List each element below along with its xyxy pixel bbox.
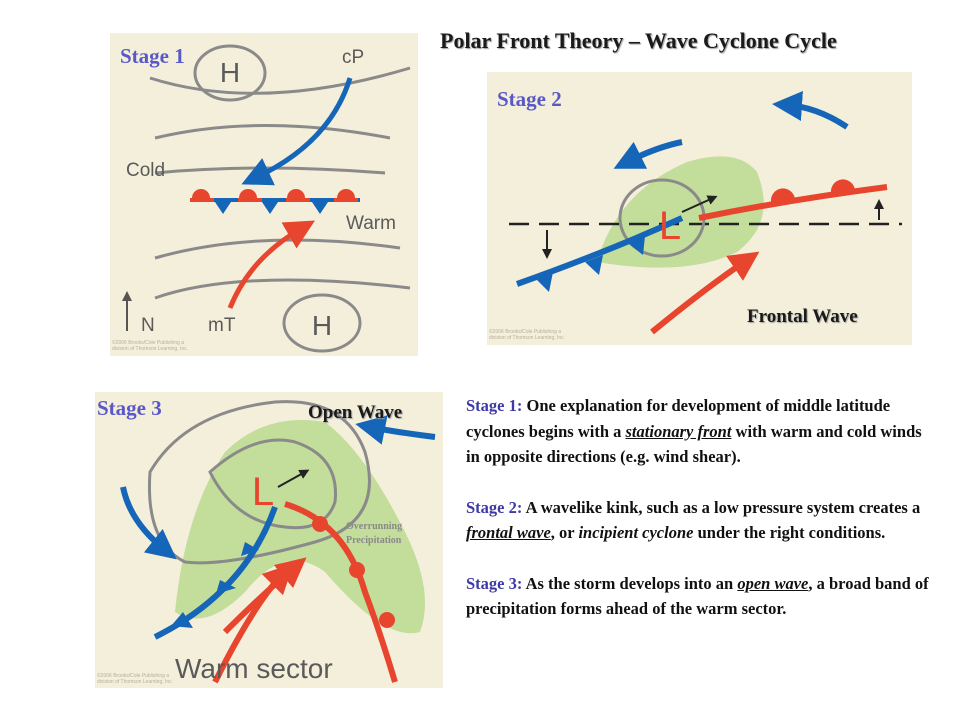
warm-label: Warm [346,213,396,234]
low-pressure-label: L [659,204,681,248]
stage3-label: Stage 3 [97,396,162,420]
low-motion-arrow [277,469,310,488]
stage1-description: Stage 1: One explanation for development… [466,396,922,466]
copyright-note: ©2006 Brooks/Cole Publishing a division … [97,673,174,685]
frontal-wave-caption: Frontal Wave [747,306,858,327]
cP-label: cP [342,47,364,68]
cold-airflow-arrow [120,486,177,560]
stage1-label: Stage 1 [120,44,185,68]
low-motion-arrow [681,195,718,213]
north-label: N [141,315,155,336]
warm-airflow-arrow [650,251,760,335]
isobar [149,66,411,95]
high-pressure-label: H [312,310,332,341]
stage2-label: Stage 2 [497,87,562,111]
overrunning-precipitation-label: Overrunning Precipitation [346,521,403,546]
stage3-map: L Warm sector [120,400,436,684]
cold-airflow-arrow [355,415,436,445]
open-wave-caption: Open Wave [308,402,403,423]
stage2-description: Stage 2: A wavelike kink, such as a low … [466,497,921,543]
copyright-note: ©2006 Brooks/Cole Publishing a division … [112,340,189,352]
warm-front-semicircles [192,189,355,198]
stage1-map: H H cP Cold Warm N mT [122,44,411,353]
warm-front [698,184,888,221]
north-arrow-head [122,291,132,301]
cold-front-triangles [535,236,645,292]
page-title: Polar Front Theory – Wave Cyclone Cycle [440,28,837,53]
cold-airflow-arrow [772,91,849,130]
low-pressure-label: L [252,470,274,514]
cold-airflow-arrow [613,139,683,169]
warm-front-semicircles [312,516,395,628]
high-pressure-isobar [282,293,362,353]
warm-sector-label: Warm sector [175,653,333,684]
cold-front-triangles [171,542,259,628]
high-pressure-label: H [220,57,240,88]
copyright-note: ©2006 Brooks/Cole Publishing a division … [489,329,566,341]
isobar [154,278,411,300]
warm-airflow-arrow [222,557,307,635]
mT-label: mT [208,315,236,336]
cP-airflow-arrow [241,77,353,186]
isobar [154,238,401,260]
stage-descriptions: Stage 1: One explanation for development… [466,393,936,647]
stage2-map: L [509,91,902,335]
cold-label: Cold [126,160,165,181]
inner-isobar [208,438,337,530]
isobar [154,124,391,140]
mT-airflow-arrow [227,220,315,309]
outer-isobar [147,400,371,565]
stage3-panel: L Warm sector ©2006 Brooks/Cole Publishi… [95,392,443,688]
warm-front-semicircles [770,179,855,202]
cold-front [515,215,684,287]
stage3-description: Stage 3: As the storm develops into an o… [466,573,929,619]
high-pressure-isobar [193,44,267,102]
stage1-panel: H H cP Cold Warm N mT ©2006 Brooks/Cole … [110,33,418,356]
stage2-panel: L ©2006 Brooks/Cole Publishing a divisio… [487,72,912,345]
cold-front-triangles [215,202,328,214]
